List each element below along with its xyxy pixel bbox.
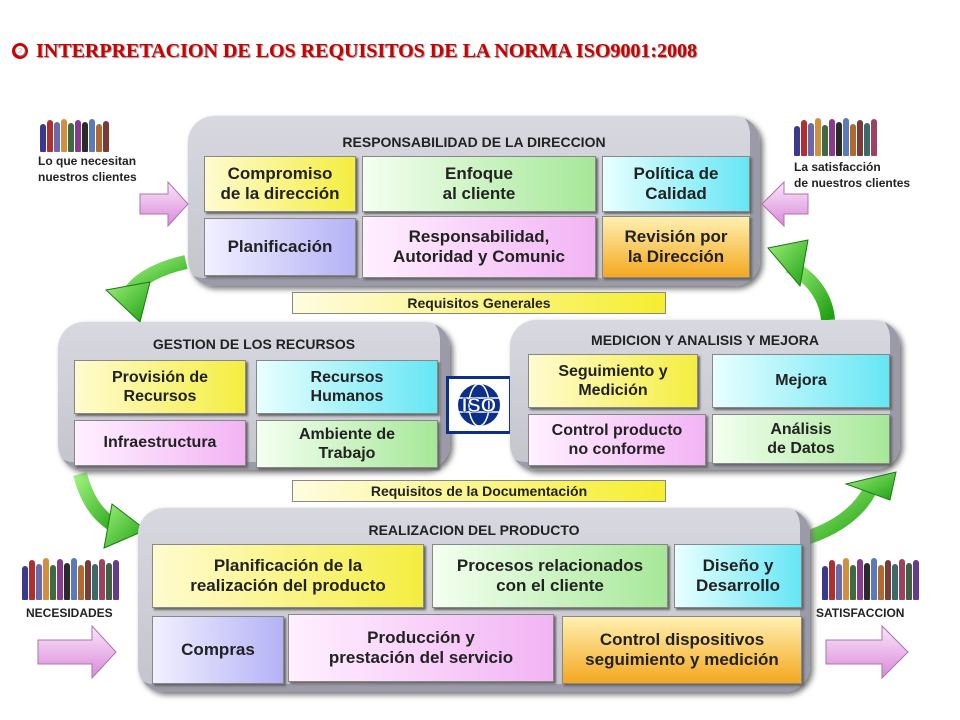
box-provision-recursos: Provisión de Recursos bbox=[74, 360, 246, 414]
box-control-producto: Control producto no conforme bbox=[528, 414, 706, 466]
box-diseno-desarrollo: Diseño y Desarrollo bbox=[674, 544, 802, 608]
box-produccion-servicio: Producción y prestación del servicio bbox=[288, 614, 554, 682]
box-procesos-cliente: Procesos relacionados con el cliente bbox=[432, 544, 668, 608]
box-revision-direccion: Revisión por la Dirección bbox=[602, 216, 750, 278]
iso-logo-icon: ISO bbox=[446, 376, 512, 434]
customers-group-icon bbox=[822, 556, 920, 600]
box-seguimiento-medicion: Seguimiento y Medición bbox=[528, 354, 698, 408]
panel-title-realizacion: REALIZACION DEL PRODUCTO bbox=[368, 522, 580, 538]
box-planificacion: Planificación bbox=[204, 218, 356, 276]
label-lo-que-necesitan: Lo que necesitan nuestros clientes bbox=[38, 154, 137, 184]
requisitos-documentacion: Requisitos de la Documentación bbox=[292, 480, 666, 502]
box-responsabilidad-autoridad: Responsabilidad, Autoridad y Comunic bbox=[362, 216, 596, 278]
customers-group-icon bbox=[40, 118, 110, 152]
box-enfoque-cliente: Enfoque al cliente bbox=[362, 156, 596, 212]
panel-title-gestion: GESTION DE LOS RECURSOS bbox=[152, 336, 356, 352]
curved-arrow-icon bbox=[767, 239, 835, 321]
box-compromiso: Compromiso de la dirección bbox=[204, 156, 356, 212]
label-necesidades: NECESIDADES bbox=[26, 606, 113, 620]
box-planificacion-realizacion: Planificación de la realización del prod… bbox=[152, 544, 424, 608]
curved-arrow-icon bbox=[73, 472, 147, 549]
curved-arrow-icon bbox=[104, 255, 188, 323]
panel-title-responsabilidad: RESPONSABILIDAD DE LA DIRECCION bbox=[342, 134, 606, 150]
panel-title-medicion: MEDICION Y ANALISIS Y MEJORA bbox=[591, 332, 819, 348]
page-title-text: INTERPRETACION DE LOS REQUISITOS DE LA N… bbox=[36, 40, 698, 62]
label-satisfaccion-clientes: La satisfacción de nuestros clientes bbox=[794, 160, 911, 190]
customers-group-icon bbox=[794, 116, 878, 156]
box-ambiente-trabajo: Ambiente de Trabajo bbox=[256, 420, 438, 468]
page-title: ❷ INTERPRETACION DE LOS REQUISITOS DE LA … bbox=[12, 40, 697, 63]
box-infraestructura: Infraestructura bbox=[74, 420, 246, 466]
box-mejora: Mejora bbox=[712, 354, 890, 408]
label-satisfaccion: SATISFACCION bbox=[816, 606, 905, 620]
box-recursos-humanos: Recursos Humanos bbox=[256, 360, 438, 414]
title-bullet-icon: ❷ bbox=[12, 43, 28, 59]
iso-logo-text: ISO bbox=[462, 395, 496, 417]
box-analisis-datos: Análisis de Datos bbox=[712, 414, 890, 464]
box-politica-calidad: Política de Calidad bbox=[602, 156, 750, 212]
customers-group-icon bbox=[22, 556, 120, 600]
box-compras: Compras bbox=[152, 616, 284, 684]
requisitos-generales: Requisitos Generales bbox=[292, 292, 666, 314]
curved-arrow-icon bbox=[803, 471, 897, 545]
box-control-dispositivos: Control dispositivos seguimiento y medic… bbox=[562, 616, 802, 684]
